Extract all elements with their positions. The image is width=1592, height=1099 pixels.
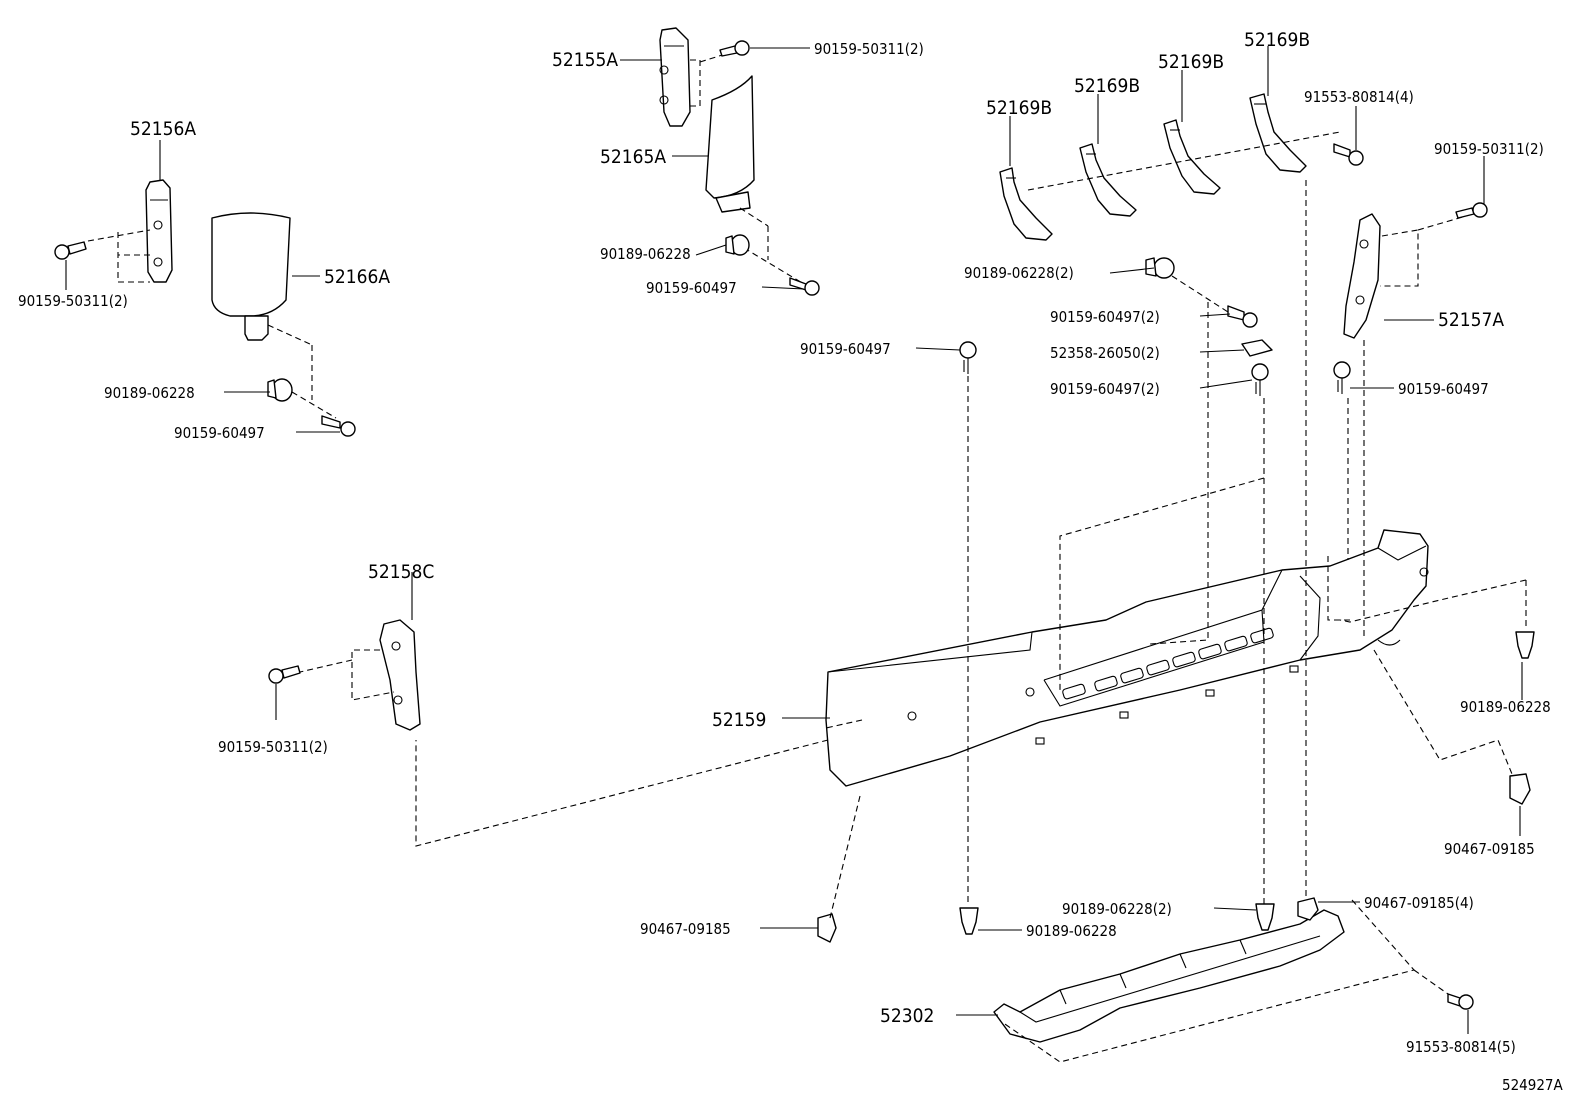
label-90189-06228-2-bottom: 90189-06228(2) (1062, 900, 1172, 918)
part-52302-step-plate (993, 909, 1345, 1043)
label-90467-09185-bottom-left: 90467-09185 (640, 920, 731, 938)
label-90159-50311-2-right: 90159-50311(2) (1434, 140, 1544, 158)
label-90159-50311-2-lower-left: 90159-50311(2) (218, 738, 328, 756)
label-52169B-4: 52169B (1244, 29, 1310, 51)
label-90159-60497-top: 90159-60497 (646, 279, 737, 297)
label-52159: 52159 (712, 709, 766, 731)
clip-90189-06228-2-bottom (1255, 903, 1275, 931)
screw-90159-60497-top (789, 277, 820, 296)
bolt-90159-50311-left (54, 241, 87, 260)
clip-90467-09185-4 (1297, 897, 1319, 921)
callout-labels: 52155A 90159-50311(2) 52156A 90159-50311… (18, 29, 1564, 1094)
label-90159-60497-2-lower: 90159-60497(2) (1050, 380, 1160, 398)
label-52158C: 52158C (368, 561, 434, 583)
label-90189-06228-right: 90189-06228 (1460, 698, 1551, 716)
bolt-91553-80814-bottom (1447, 993, 1474, 1010)
screw-90159-60497-left (321, 415, 356, 437)
label-90189-06228-top: 90189-06228 (600, 245, 691, 263)
label-52169B-2: 52169B (1074, 75, 1140, 97)
clip-90467-09185-bottom-left (817, 913, 837, 943)
stay-52169B-2 (1079, 143, 1137, 217)
part-52158C-bracket (299, 619, 421, 731)
stay-52169B-3 (1163, 119, 1221, 195)
label-52166A: 52166A (324, 266, 390, 288)
label-90189-06228-2-mid: 90189-06228(2) (964, 264, 1074, 282)
label-90159-60497-center: 90159-60497 (800, 340, 891, 358)
label-90189-06228-bottom: 90189-06228 (1026, 922, 1117, 940)
part-52159-rear-bumper (825, 529, 1429, 787)
label-91553-80814-5: 91553-80814(5) (1406, 1038, 1516, 1056)
stay-52169B-4 (1249, 93, 1307, 173)
label-52165A: 52165A (600, 146, 666, 168)
label-52157A: 52157A (1438, 309, 1504, 331)
label-52302: 52302 (880, 1005, 934, 1027)
part-52156A-bracket (87, 179, 173, 283)
part-52166A-cover (211, 212, 337, 419)
part-52155A-bracket (659, 27, 733, 127)
leader-lines (65, 46, 1523, 1034)
label-90467-09185-4: 90467-09185(4) (1364, 894, 1474, 912)
label-90159-50311-2-top: 90159-50311(2) (814, 40, 924, 58)
screw-90159-60497-right (1333, 361, 1351, 394)
stay-52169B-1 (999, 167, 1053, 241)
label-90189-06228-left: 90189-06228 (104, 384, 195, 402)
label-90467-09185-right: 90467-09185 (1444, 840, 1535, 858)
bolt-90159-50311-top (719, 40, 750, 57)
label-91553-80814-4: 91553-80814(4) (1304, 88, 1414, 106)
clip-90189-06228-left (267, 378, 293, 402)
label-90159-50311-2-left: 90159-50311(2) (18, 292, 128, 310)
part-52165A-cover (705, 75, 805, 285)
clip-90467-09185-right (1509, 773, 1531, 805)
stay-alignment-line (1027, 131, 1341, 191)
assembly-lines (415, 180, 1527, 1063)
clip-90189-06228-top (725, 234, 750, 256)
bolt-90159-50311-right (1455, 202, 1488, 219)
screw-90159-60497-2-mid (1227, 305, 1258, 328)
label-52156A: 52156A (130, 118, 196, 140)
label-90159-60497-2-mid: 90159-60497(2) (1050, 308, 1160, 326)
label-52169B-3: 52169B (1158, 51, 1224, 73)
diagram-id: 524927A (1502, 1076, 1564, 1094)
screw-90159-60497-2-lower (1251, 363, 1269, 396)
label-90159-60497-right: 90159-60497 (1398, 380, 1489, 398)
label-52155A: 52155A (552, 49, 618, 71)
label-52358-26050-2: 52358-26050(2) (1050, 344, 1160, 362)
bolt-90159-50311-lower-left (268, 665, 301, 684)
label-90159-60497-left: 90159-60497 (174, 424, 265, 442)
clip-90189-06228-right (1515, 631, 1535, 659)
clip-90189-06228-bottom (959, 907, 979, 935)
bumper-step-pad (1062, 627, 1274, 700)
screw-90159-60497-center (959, 341, 977, 374)
bolt-91553-80814-top (1333, 143, 1364, 166)
label-52169B-1: 52169B (986, 97, 1052, 119)
clip-90189-06228-2-mid (1145, 257, 1229, 313)
nut-52358-26050-2 (1241, 339, 1273, 357)
